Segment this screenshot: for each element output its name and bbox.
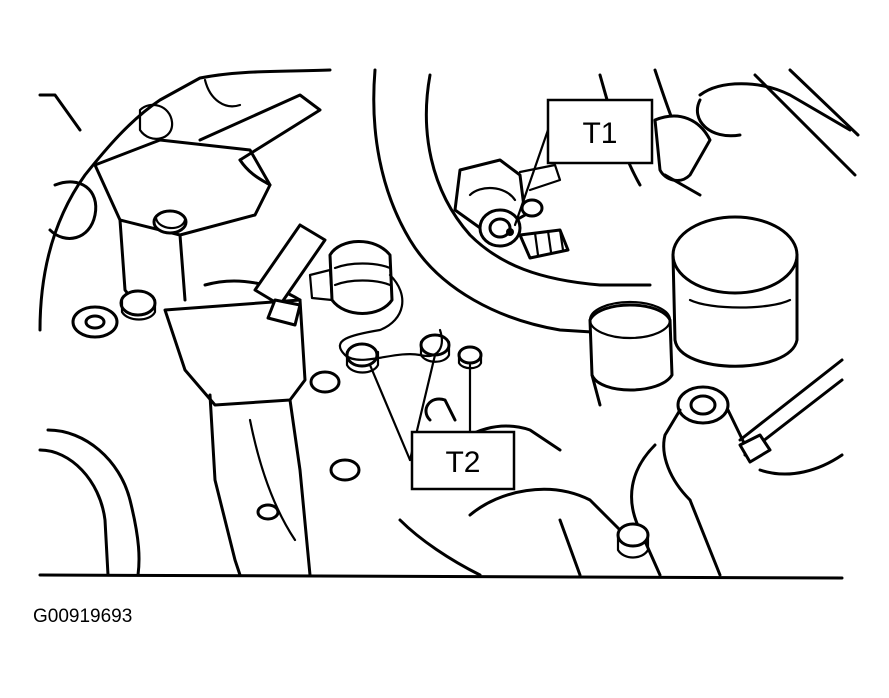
bolt-left-lower [256, 370, 361, 521]
bolt-left-upper [152, 209, 188, 235]
leader-line-t1 [513, 128, 550, 227]
figure-id-caption: G00919693 [33, 606, 132, 627]
callout-label-t2: T2 [445, 446, 480, 479]
bolt-t2-left [345, 342, 380, 374]
sensor-t1 [453, 158, 570, 260]
bellows-actuator [308, 240, 394, 315]
reservoir [588, 215, 799, 407]
callout-box-t1 [546, 98, 654, 165]
washer-left [71, 305, 119, 339]
callout-box-t2 [410, 430, 516, 491]
bolt-left-mid [119, 289, 157, 321]
line-art [38, 68, 860, 580]
callout-t1: T1 [513, 98, 654, 227]
leader-line-t2-a [368, 363, 412, 462]
callout-label-t1: T1 [582, 117, 617, 150]
callout-t2: T2 [368, 353, 516, 491]
